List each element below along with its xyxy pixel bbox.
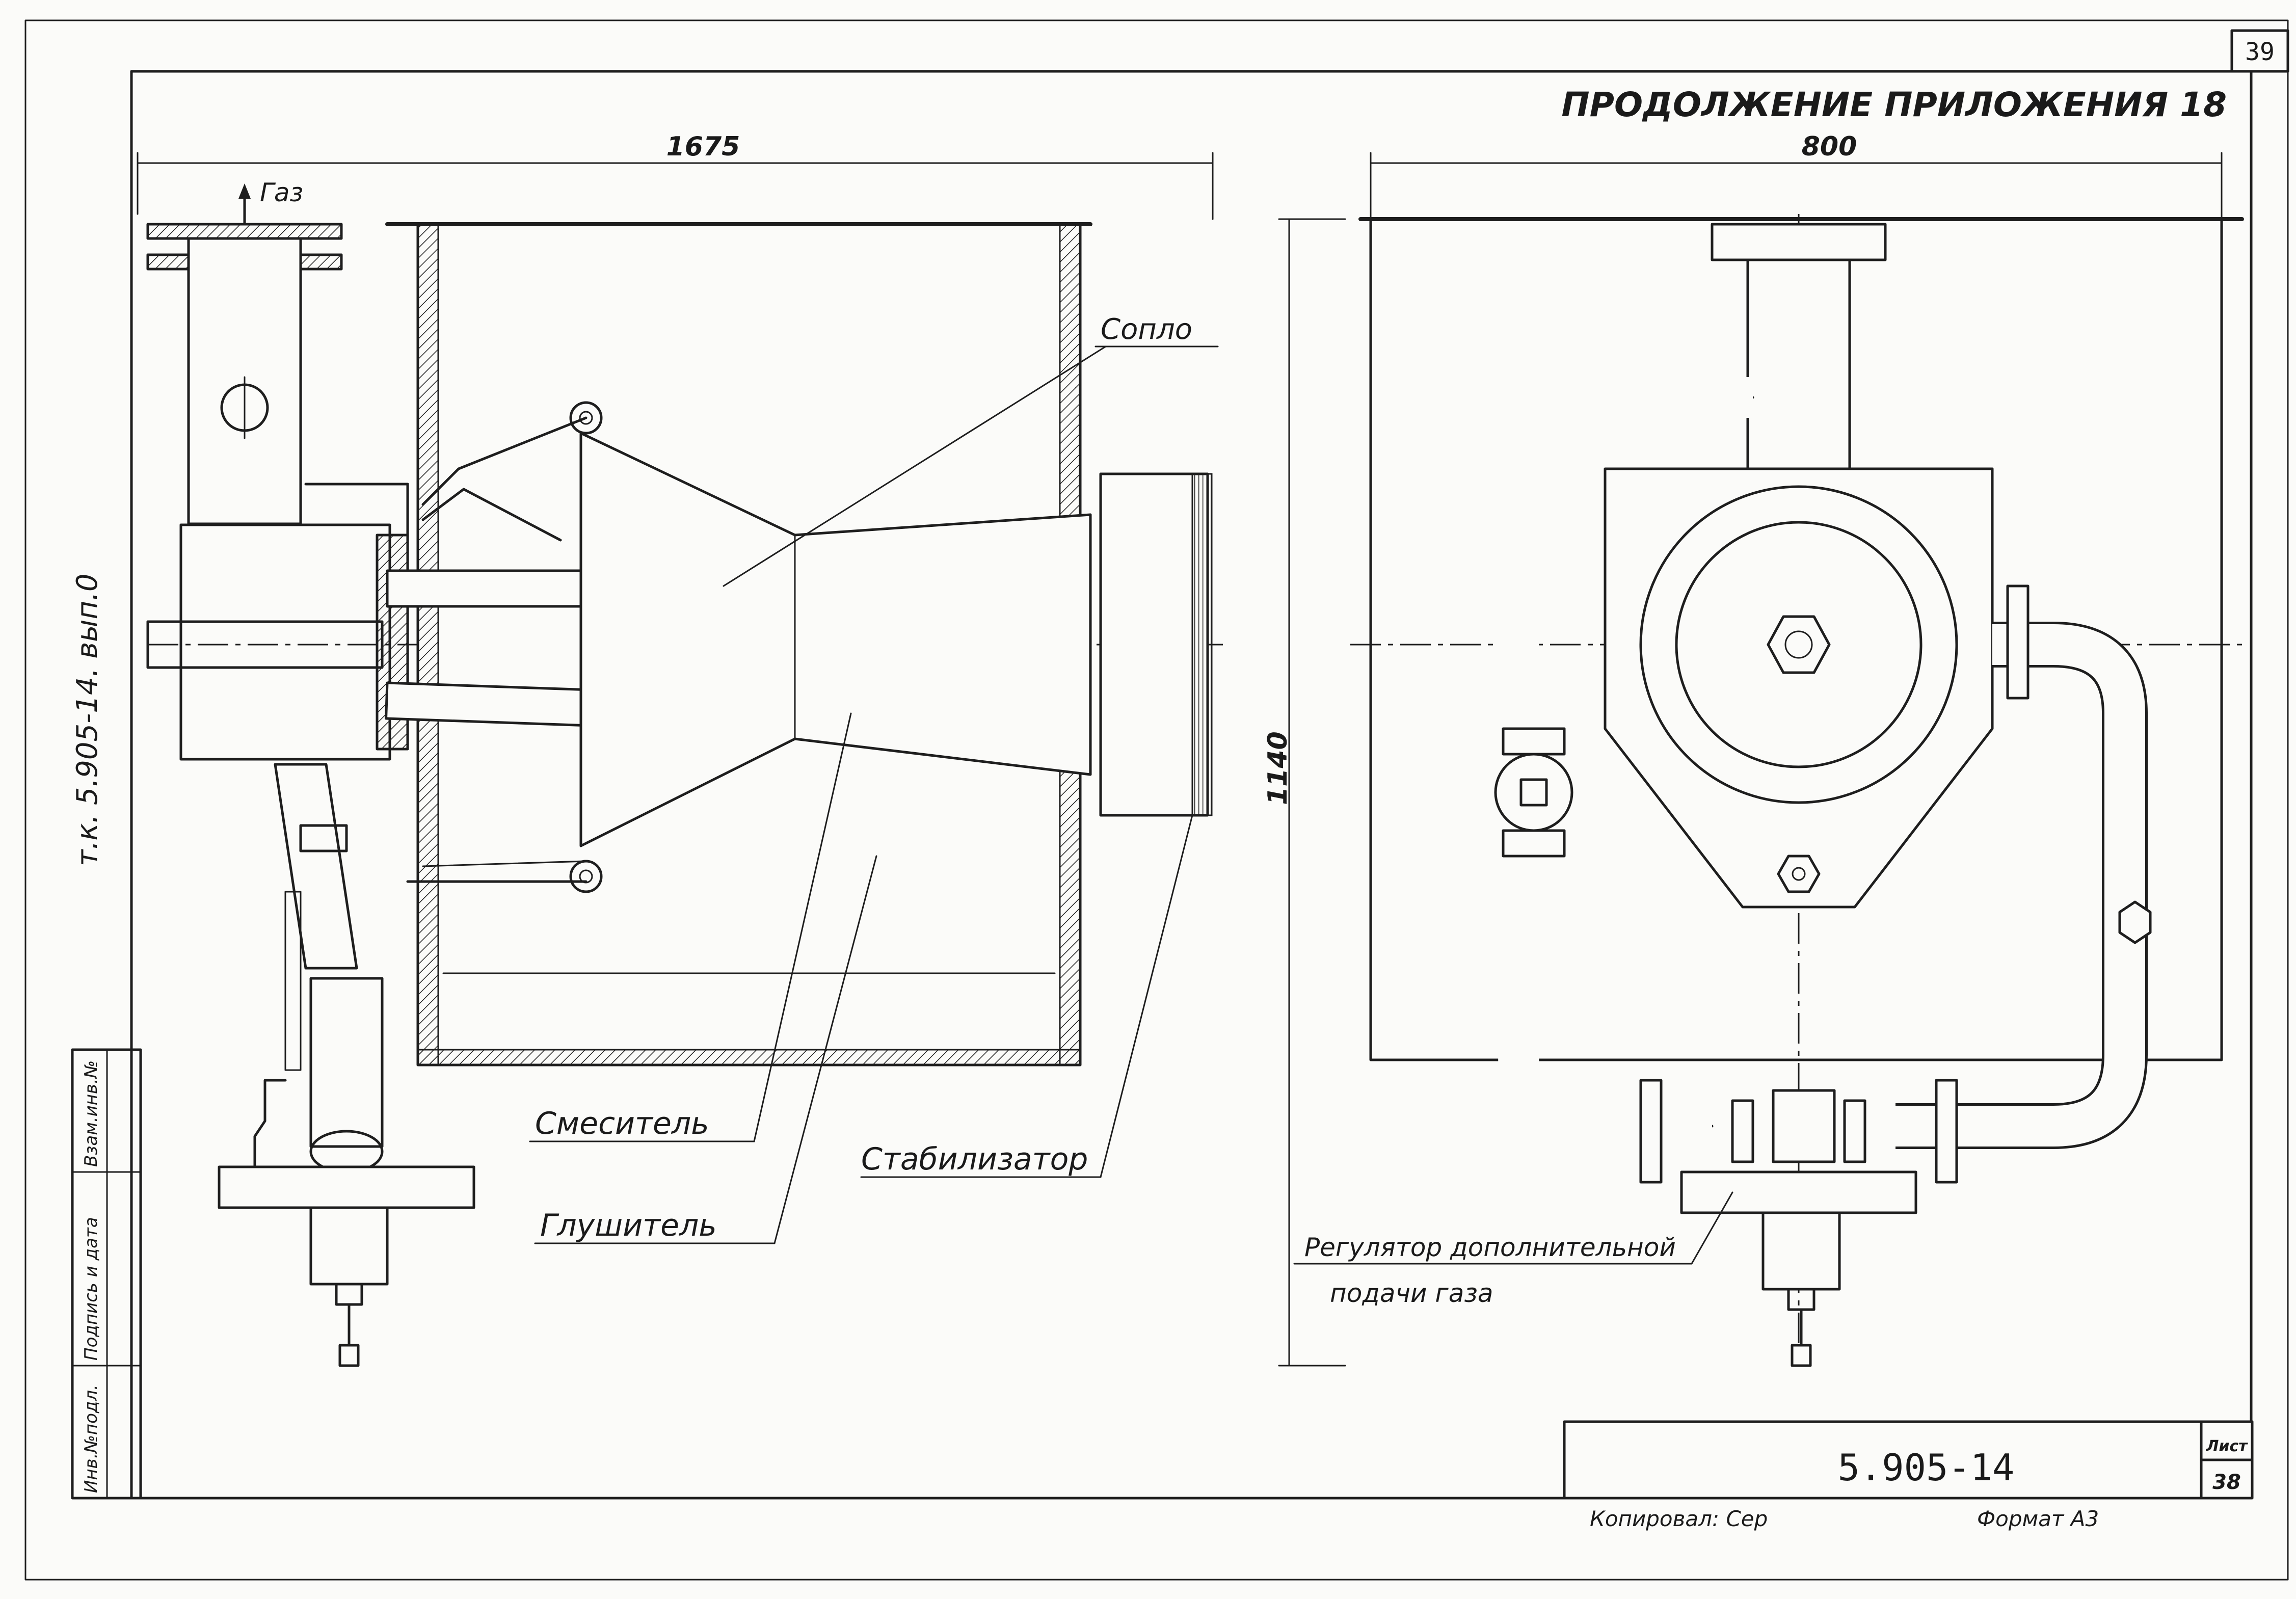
label-mixer: Смеситель (535, 1106, 709, 1141)
gas-inlet-pipe: Газ (146, 178, 343, 525)
title-block: 5.905-14 Лист 38 Копировал: Сер Формат А… (1563, 1420, 2254, 1531)
burner-disc (1639, 485, 1958, 893)
label-silencer: Глушитель (540, 1208, 717, 1243)
copied-by: Копировал: Сер (1590, 1506, 1768, 1531)
label-stabilizer: Стабилизатор (861, 1141, 1088, 1177)
corner-number-box: 39 (2230, 29, 2289, 73)
stamp-column: Инв.№подл. Подпись и дата Взам.инв.№ (71, 1048, 142, 1500)
right-regulator (1639, 1079, 1958, 1367)
left-labels: Сопло Смеситель Глушитель Стабилизатор (529, 313, 1219, 1244)
mounting-arms (406, 401, 603, 893)
gas-label: Газ (260, 178, 303, 207)
stamp-cell-sign: Подпись и дата (81, 1217, 101, 1361)
label-regulator-line2: подачи газа (1330, 1278, 1493, 1308)
sheet-number: 38 (2212, 1471, 2241, 1494)
gas-bypass-pipe (1494, 377, 2152, 1149)
sheet-label: Лист (2205, 1437, 2248, 1455)
format-label: Формат А3 (1977, 1506, 2099, 1531)
dim-1675: 1675 (666, 131, 740, 162)
document-number: 5.905-14 (1838, 1446, 2015, 1489)
right-view: 800 1140 (1263, 131, 2244, 1367)
side-code: т.к. 5.905-14. вып.0 (71, 574, 104, 867)
label-regulator-line1: Регулятор дополнительной (1304, 1233, 1676, 1262)
corner-number: 39 (2245, 38, 2275, 66)
left-view: 1675 Газ (137, 131, 1223, 1367)
sheet-header: ПРОДОЛЖЕНИЕ ПРИЛОЖЕНИЯ 18 (1561, 85, 2227, 124)
left-feed-pipe (218, 763, 475, 1367)
dim-800: 800 (1802, 131, 1857, 162)
stamp-cell-inv: Инв.№подл. (81, 1384, 101, 1493)
outer-border (24, 19, 2289, 1581)
label-nozzle: Сопло (1101, 313, 1192, 346)
dim-1140: 1140 (1263, 731, 1293, 805)
stamp-cell-replace: Взам.инв.№ (81, 1060, 101, 1167)
frame-border (130, 70, 2253, 1500)
mixer-cone (579, 432, 1213, 847)
